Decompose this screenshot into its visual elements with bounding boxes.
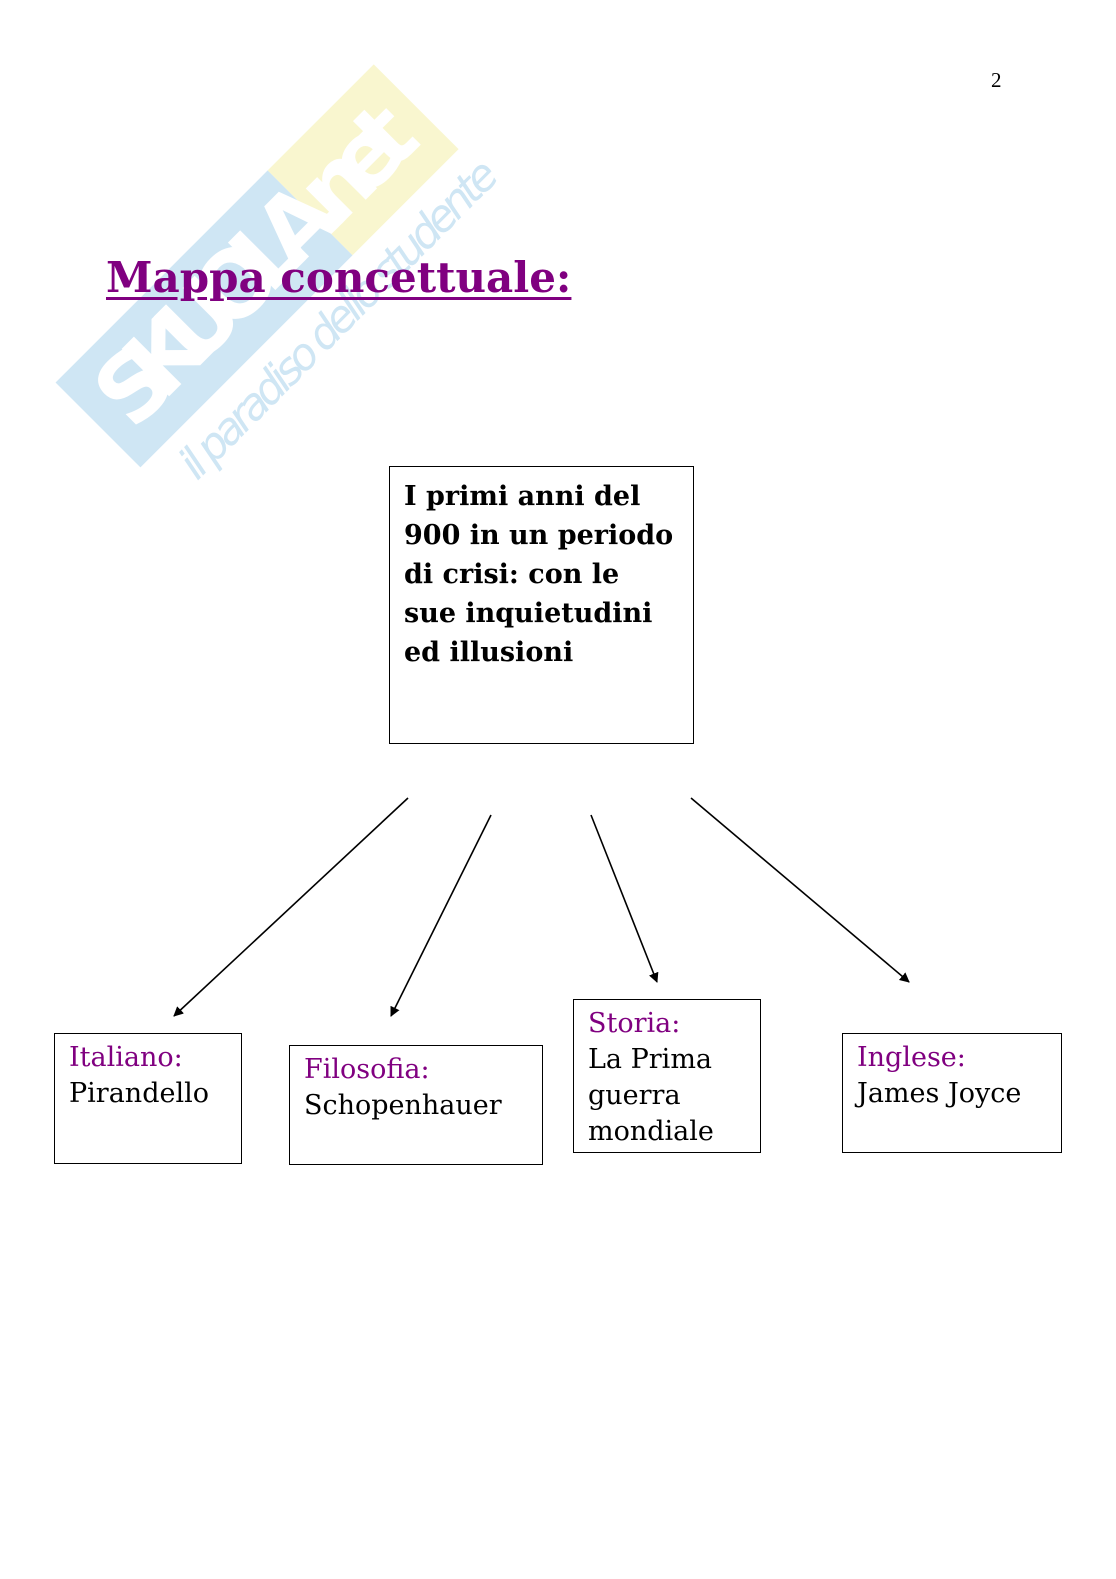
page-title: Mappa concettuale:: [106, 253, 572, 302]
subject-value: Pirandello: [69, 1078, 209, 1109]
central-concept-box: I primi anni del 900 in un periodo di cr…: [389, 466, 694, 744]
subject-label: Italiano:: [69, 1042, 183, 1073]
central-concept-text: I primi anni del 900 in un periodo di cr…: [404, 481, 674, 668]
subject-label: Filosofia:: [304, 1054, 430, 1085]
arrow-to-storia: [590, 814, 659, 983]
arrow-to-inglese: [690, 797, 910, 983]
subject-label: Storia:: [588, 1008, 681, 1039]
subject-label: Inglese:: [857, 1042, 966, 1073]
subject-box-storia: Storia: La Prima guerra mondiale: [573, 999, 761, 1153]
subject-box-inglese: Inglese: James Joyce: [842, 1033, 1062, 1153]
subject-box-italiano: Italiano: Pirandello: [54, 1033, 242, 1164]
subject-box-filosofia: Filosofia: Schopenhauer: [289, 1045, 543, 1165]
subject-value: James Joyce: [857, 1078, 1022, 1109]
subject-value: Schopenhauer: [304, 1090, 502, 1121]
subject-value: La Prima guerra mondiale: [588, 1044, 714, 1147]
page-number: 2: [991, 68, 1002, 92]
arrow-to-italiano: [173, 797, 409, 1017]
arrow-to-filosofia: [390, 814, 492, 1017]
